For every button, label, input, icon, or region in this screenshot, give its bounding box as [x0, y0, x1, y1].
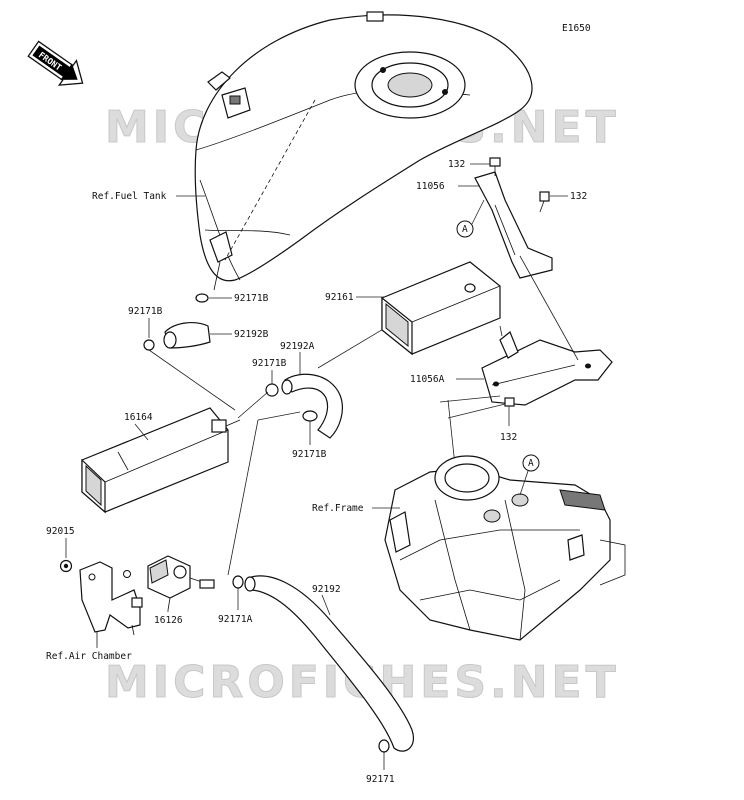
- hose-92192: [244, 575, 414, 752]
- part-label-11056a: 11056A: [410, 374, 445, 385]
- clamp-92171b-top: [195, 293, 209, 303]
- bolt-132-c: [504, 397, 515, 407]
- part-label-92171a: 92171A: [218, 614, 253, 625]
- bracket-11056a: [481, 331, 613, 406]
- callout-a-lower: [522, 454, 540, 472]
- callout-a-lower-label: A: [528, 458, 534, 469]
- valve-16126: [147, 555, 215, 611]
- part-label-92192: 92192: [312, 584, 341, 595]
- front-arrow-icon: FRONT: [27, 40, 84, 86]
- part-label-92192b: 92192B: [234, 329, 269, 340]
- part-label-92171b-1: 92171B: [234, 293, 269, 304]
- air-chamber-bracket: [79, 561, 143, 645]
- fuel-tank: [194, 11, 533, 291]
- part-label-132-a: 132: [448, 159, 465, 170]
- hose-92192a: [281, 373, 343, 439]
- clamp-92171b-center: [265, 383, 279, 397]
- part-label-132-c: 132: [500, 432, 517, 443]
- callout-a-upper: [456, 220, 474, 238]
- nut-92015: [59, 559, 73, 573]
- ref-frame-label: Ref.Frame: [312, 503, 364, 514]
- canister-16164: [81, 407, 241, 514]
- hose-92192b: [163, 322, 211, 349]
- clamp-92171a: [232, 575, 244, 589]
- part-label-92192a: 92192A: [280, 341, 315, 352]
- callout-a-upper-label: A: [462, 224, 468, 235]
- clamp-92171: [378, 739, 390, 753]
- part-label-92171b-4: 92171B: [292, 449, 327, 460]
- part-label-92015: 92015: [46, 526, 75, 537]
- clamp-92171b-lower: [302, 410, 318, 422]
- ref-fuel-tank-label: Ref.Fuel Tank: [92, 191, 167, 202]
- part-label-92161: 92161: [325, 292, 354, 303]
- ref-air-chamber-label: Ref.Air Chamber: [46, 651, 132, 662]
- canister-92161: [381, 261, 501, 356]
- part-label-11056: 11056: [416, 181, 445, 192]
- diagram-id: E1650: [562, 23, 591, 34]
- part-label-92171b-3: 92171B: [252, 358, 287, 369]
- bracket-11056: [474, 171, 553, 279]
- part-label-16126: 16126: [154, 615, 183, 626]
- part-label-92171: 92171: [366, 774, 395, 785]
- part-label-132-b: 132: [570, 191, 587, 202]
- clamp-92171b-left: [143, 339, 155, 351]
- bolt-132-a: [489, 157, 501, 176]
- part-label-92171b-2: 92171B: [128, 306, 163, 317]
- part-label-16164: 16164: [124, 412, 153, 423]
- frame: [384, 455, 626, 641]
- bolt-132-b: [539, 191, 550, 213]
